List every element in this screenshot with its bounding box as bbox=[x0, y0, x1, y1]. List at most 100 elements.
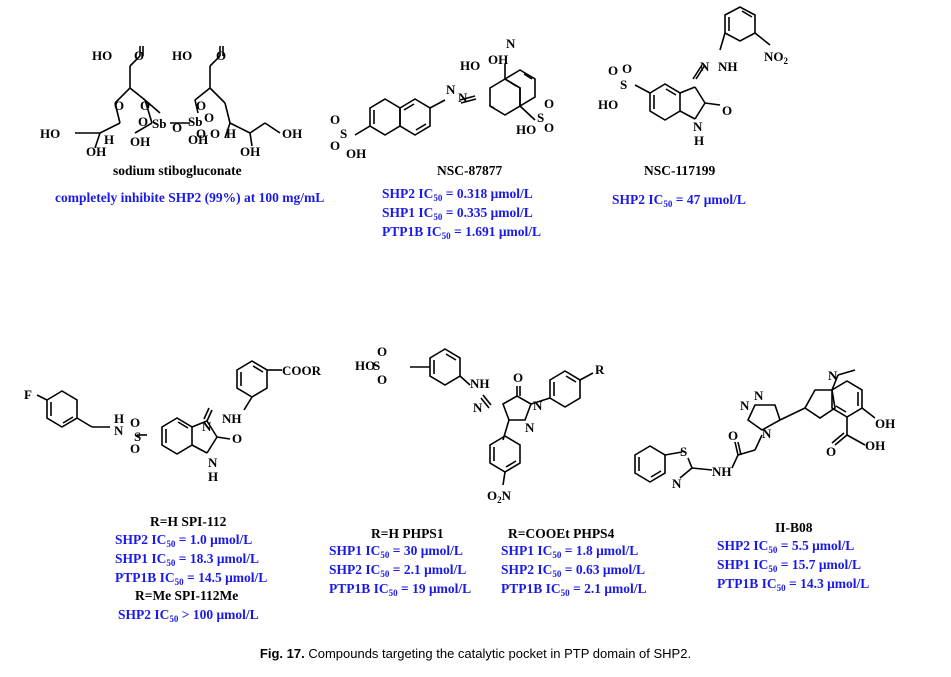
activity-value: 14.5 bbox=[198, 570, 222, 585]
activity-ic-sub: 50 bbox=[552, 550, 562, 560]
activity-line: SHP2 IC50 = 5.5 μmol/L bbox=[717, 538, 869, 557]
label-ho-7: HO bbox=[355, 358, 375, 373]
activity-ic-label: IC bbox=[418, 186, 434, 201]
activity-unit: μmol/L bbox=[420, 562, 467, 577]
activity-ic-sub: 50 bbox=[169, 614, 179, 624]
activity-sign: = bbox=[389, 543, 404, 558]
activity-target: PTP1B bbox=[115, 570, 160, 585]
compound-name-ii-b08: II-B08 bbox=[775, 520, 813, 535]
activity-line: SHP2 IC50 = 1.0 μmol/L bbox=[115, 532, 267, 551]
label-oh-8: OH bbox=[875, 416, 895, 431]
activity-ic-sub: 50 bbox=[166, 558, 176, 568]
label-oh-3: OH bbox=[188, 132, 208, 147]
label-h-5: H bbox=[208, 469, 218, 484]
compound-name-nsc-117199: NSC-117199 bbox=[644, 163, 716, 178]
label-o-18: O bbox=[130, 415, 140, 430]
activity-line: SHP1 IC50 = 1.8 μmol/L bbox=[501, 543, 647, 562]
activity-unit: μmol/L bbox=[213, 607, 259, 622]
activity-unit: μmol/L bbox=[213, 551, 260, 566]
label-oh-2: OH bbox=[130, 134, 150, 149]
label-o-7: O bbox=[172, 120, 182, 135]
activity-value: 2.1 bbox=[403, 562, 421, 577]
label-sb-1: Sb bbox=[152, 116, 166, 131]
activity-value: 47 bbox=[686, 192, 701, 207]
activity-ic-label: IC bbox=[418, 205, 434, 220]
label-s-3: S bbox=[620, 77, 627, 92]
activity-target: PTP1B bbox=[329, 581, 374, 596]
activity-value: 15.7 bbox=[791, 557, 816, 572]
label-nh-3: NH bbox=[470, 376, 490, 391]
activity-ic-sub: 50 bbox=[388, 588, 398, 598]
activity-target: SHP1 bbox=[717, 557, 754, 572]
activity-line: PTP1B IC50 = 2.1 μmol/L bbox=[501, 581, 647, 600]
label-h-4: H bbox=[114, 411, 124, 426]
activity-value: 5.5 bbox=[791, 538, 809, 553]
activity-line: SHP1 IC50 = 15.7 μmol/L bbox=[717, 557, 869, 576]
activity-ic-label: IC bbox=[365, 543, 381, 558]
label-o-5: O bbox=[196, 98, 206, 113]
activity-ic-sub: 50 bbox=[768, 545, 778, 555]
label-coor-1: COOR bbox=[282, 363, 322, 378]
label-o-1: O bbox=[134, 48, 144, 63]
label-o-10: O bbox=[210, 126, 220, 141]
label-nh-2: NH bbox=[222, 411, 242, 426]
activity-value: 100 bbox=[192, 607, 214, 622]
activity-ic-label: IC bbox=[761, 576, 777, 591]
structure-ii-b08: S N NH O N N N N OH O OH bbox=[634, 368, 895, 491]
label-o-16: O bbox=[608, 63, 618, 78]
activity-ic-sub: 50 bbox=[552, 569, 562, 579]
activity-ic-sub: 50 bbox=[380, 569, 390, 579]
activity-ic-label: IC bbox=[154, 607, 170, 622]
structure-sodium-stibogluconate: HO O HO O O O O O Sb O Sb O O O HO H OH … bbox=[40, 46, 302, 159]
label-n-8: N bbox=[208, 455, 218, 470]
label-o-9: O bbox=[196, 126, 206, 141]
label-n-2: N bbox=[446, 82, 456, 97]
activity-target: SHP2 bbox=[717, 538, 754, 553]
activity-line: PTP1B IC50 = 1.691 μmol/L bbox=[382, 224, 541, 243]
label-s-5: S bbox=[373, 358, 380, 373]
label-ho-4: HO bbox=[460, 58, 480, 73]
activity-target: SHP2 bbox=[115, 532, 152, 547]
activity-target: SHP1 bbox=[501, 543, 538, 558]
activity-unit: μmol/L bbox=[823, 576, 870, 591]
activity-value: 14.3 bbox=[800, 576, 824, 591]
activity-ic-sub: 50 bbox=[441, 231, 451, 241]
compound-name-nsc-87877: NSC-87877 bbox=[437, 163, 503, 178]
activity-ic-sub: 50 bbox=[663, 199, 673, 209]
activity-line: PTP1B IC50 = 19 μmol/L bbox=[329, 581, 471, 600]
activity-ic-label: IC bbox=[537, 543, 553, 558]
activity-sign: = bbox=[183, 570, 199, 585]
activity-target: PTP1B bbox=[501, 581, 546, 596]
activity-unit: μmol/L bbox=[206, 532, 253, 547]
activity-ic-sub: 50 bbox=[380, 550, 390, 560]
activity-line: PTP1B IC50 = 14.3 μmol/L bbox=[717, 576, 869, 595]
activity-value: 1.691 bbox=[465, 224, 496, 239]
activity-ic-label: IC bbox=[537, 562, 553, 577]
label-n-14: N bbox=[754, 388, 764, 403]
activity-value: 0.63 bbox=[575, 562, 600, 577]
figure-caption: Fig. 17. Compounds targeting the catalyt… bbox=[0, 646, 951, 661]
activity-ic-sub: 50 bbox=[174, 577, 184, 587]
compound-name-stibogluconate: sodium stibogluconate bbox=[113, 163, 242, 178]
activity-line: SHP1 IC50 = 0.335 μmol/L bbox=[382, 205, 541, 224]
activity-line: SHP2 IC50 = 47 μmol/L bbox=[612, 192, 746, 211]
label-n-6: N bbox=[114, 423, 124, 438]
activity-value: 0.318 bbox=[456, 186, 488, 201]
label-ho-1: HO bbox=[92, 48, 112, 63]
activity-value: 1.0 bbox=[189, 532, 207, 547]
label-oh-7: OH bbox=[346, 146, 366, 161]
label-o-19: O bbox=[130, 441, 140, 456]
label-oh-4: OH bbox=[240, 144, 260, 159]
label-no2-1: NO2 bbox=[764, 49, 789, 66]
activity-ic-sub: 50 bbox=[166, 539, 176, 549]
activity-line: SHP2 IC50 > 100 μmol/L bbox=[118, 607, 259, 626]
activity-sign: = bbox=[785, 576, 801, 591]
activity-target: SHP2 bbox=[612, 192, 649, 207]
activity-target: SHP1 bbox=[115, 551, 152, 566]
label-f-1: F bbox=[24, 387, 32, 402]
label-r-1: R bbox=[595, 362, 605, 377]
